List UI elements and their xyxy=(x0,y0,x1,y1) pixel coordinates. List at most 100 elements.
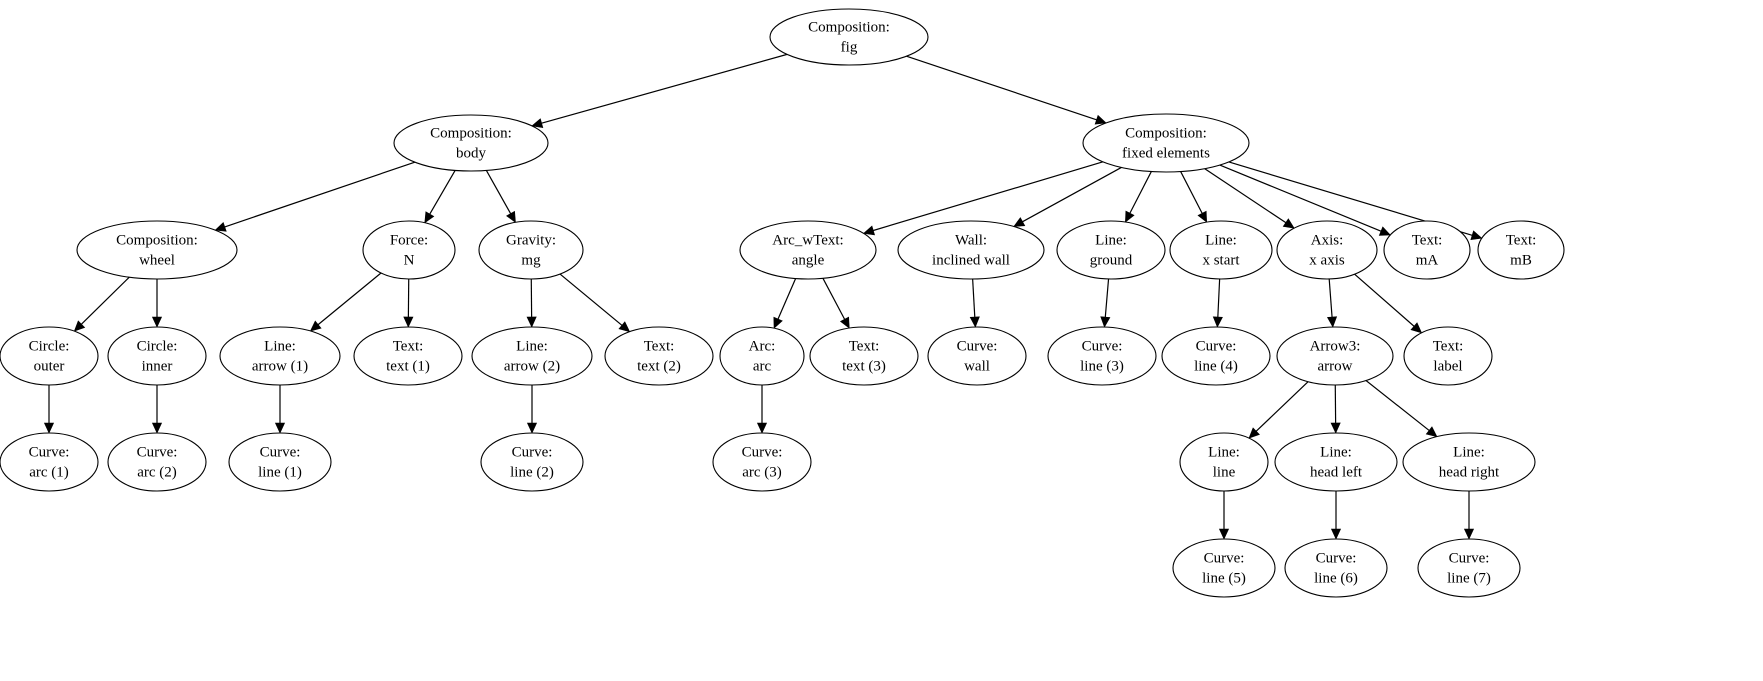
arrowhead-icon xyxy=(839,316,850,329)
edge-fig-to-body xyxy=(541,53,788,124)
node-label-name: mB xyxy=(1510,252,1532,268)
node-label-name: line (4) xyxy=(1194,358,1238,374)
node-linearrow1[interactable]: Line:arrow (1) xyxy=(219,326,341,386)
node-curvearc2[interactable]: Curve:arc (2) xyxy=(107,432,207,492)
node-arrow3[interactable]: Arrow3: arrow xyxy=(1276,326,1394,386)
node-lineheadright[interactable]: Line:head right xyxy=(1402,432,1536,492)
node-label-type: Line: xyxy=(1205,232,1237,248)
arrowhead-icon xyxy=(531,118,544,128)
edge-wall-to-curvewall xyxy=(972,278,976,318)
node-forceN[interactable]: Force:N xyxy=(362,220,456,280)
node-circleinner[interactable]: Circle:inner xyxy=(107,326,207,386)
nodes-layer: Composition:figComposition:bodyCompositi… xyxy=(0,8,1565,598)
arrowhead-icon xyxy=(1410,322,1423,334)
edge-fixed-to-linexstart xyxy=(1180,171,1203,214)
node-label-name: line (7) xyxy=(1447,570,1491,586)
node-ellipse xyxy=(1402,432,1536,492)
node-linearrow2[interactable]: Line:arrow (2) xyxy=(471,326,593,386)
node-curvearc3[interactable]: Curve:arc (3) xyxy=(712,432,812,492)
node-body[interactable]: Composition:body xyxy=(393,114,549,172)
arrowhead-icon xyxy=(43,422,55,434)
node-curveline1[interactable]: Curve:line (1) xyxy=(228,432,332,492)
node-ellipse xyxy=(1284,538,1388,598)
node-textlabel[interactable]: Text:label xyxy=(1403,326,1493,386)
node-curveline2[interactable]: Curve:line (2) xyxy=(480,432,584,492)
arrowhead-icon xyxy=(309,320,322,332)
arrowhead-icon xyxy=(773,316,783,329)
node-lineground[interactable]: Line:ground xyxy=(1056,220,1166,280)
node-textmB[interactable]: Text:mB xyxy=(1477,220,1565,280)
node-curvearc1[interactable]: Curve:arc (1) xyxy=(0,432,99,492)
node-wall[interactable]: Wall:inclined wall xyxy=(897,220,1045,280)
arrowhead-icon xyxy=(506,210,516,223)
node-textmA[interactable]: Text:mA xyxy=(1383,220,1471,280)
node-texttext2[interactable]: Text:text (2) xyxy=(604,326,714,386)
node-lineline[interactable]: Line:line xyxy=(1179,432,1269,492)
node-ellipse xyxy=(0,432,99,492)
node-label-name: inclined wall xyxy=(932,252,1010,268)
node-axisx[interactable]: Axis:x axis xyxy=(1276,220,1378,280)
arrowhead-icon xyxy=(526,422,538,434)
arrowhead-icon xyxy=(1330,422,1341,434)
node-ellipse xyxy=(719,326,805,386)
node-ellipse xyxy=(927,326,1027,386)
node-label-name: label xyxy=(1433,358,1462,374)
node-arcwtext[interactable]: Arc_wText:angle xyxy=(739,220,877,280)
node-curveline6[interactable]: Curve:line (6) xyxy=(1284,538,1388,598)
arrowhead-icon xyxy=(1094,114,1107,125)
node-curveline3[interactable]: Curve:line (3) xyxy=(1047,326,1157,386)
node-label-name: fixed elements xyxy=(1122,145,1210,161)
node-label-name: arc (2) xyxy=(137,464,177,480)
node-ellipse xyxy=(739,220,877,280)
node-label-name: text (1) xyxy=(386,358,430,374)
node-label-type: Arrow3: xyxy=(1310,338,1361,354)
node-ellipse xyxy=(1169,220,1273,280)
node-circleouter[interactable]: Circle:outer xyxy=(0,326,99,386)
node-label-type: Composition: xyxy=(808,19,890,35)
node-ellipse xyxy=(1179,432,1269,492)
arrowhead-icon xyxy=(1378,226,1391,236)
node-linexstart[interactable]: Line:x start xyxy=(1169,220,1273,280)
node-curveline7[interactable]: Curve:line (7) xyxy=(1417,538,1521,598)
node-arcarc[interactable]: Arc: arc xyxy=(719,326,805,386)
node-ellipse xyxy=(1047,326,1157,386)
node-lineheadleft[interactable]: Line: head left xyxy=(1274,432,1398,492)
node-label-name: head right xyxy=(1439,464,1500,480)
edge-axisx-to-arrow3 xyxy=(1328,278,1333,318)
arrowhead-icon xyxy=(1013,217,1026,227)
node-label-name: text (3) xyxy=(842,358,886,374)
node-ellipse xyxy=(362,220,456,280)
node-label-name: line (5) xyxy=(1202,570,1246,586)
node-label-type: Arc: xyxy=(749,338,776,354)
node-label-name: arc xyxy=(753,358,772,374)
node-ellipse xyxy=(228,432,332,492)
arrowhead-icon xyxy=(1248,427,1260,439)
node-texttext1[interactable]: Text:text (1) xyxy=(353,326,463,386)
node-fixed[interactable]: Composition:fixed elements xyxy=(1082,113,1250,173)
node-label-name: arrow xyxy=(1318,358,1353,374)
node-ellipse xyxy=(1172,538,1276,598)
node-fig[interactable]: Composition:fig xyxy=(769,8,929,66)
node-wheel[interactable]: Composition:wheel xyxy=(76,220,238,280)
node-texttext3[interactable]: Text: text (3) xyxy=(809,326,919,386)
node-ellipse xyxy=(1383,220,1471,280)
node-gravitymg[interactable]: Gravity:mg xyxy=(478,220,584,280)
node-label-type: Text: xyxy=(849,338,880,354)
node-curvewall[interactable]: Curve:wall xyxy=(927,326,1027,386)
node-ellipse xyxy=(1056,220,1166,280)
node-label-type: Curve: xyxy=(957,338,998,354)
node-label-name: line (2) xyxy=(510,464,554,480)
node-label-type: Curve: xyxy=(1082,338,1123,354)
node-label-name: line xyxy=(1213,464,1236,480)
arrowhead-icon xyxy=(1212,316,1223,328)
node-label-type: Circle: xyxy=(29,338,70,354)
node-ellipse xyxy=(1082,113,1250,173)
edge-body-to-forceN xyxy=(429,170,456,215)
node-curveline5[interactable]: Curve:line (5) xyxy=(1172,538,1276,598)
node-curveline4[interactable]: Curve:line (4) xyxy=(1161,326,1271,386)
edge-axisx-to-textlabel xyxy=(1354,273,1415,327)
node-ellipse xyxy=(107,432,207,492)
node-label-type: Circle: xyxy=(137,338,178,354)
node-label-type: Line: xyxy=(1320,444,1352,460)
node-label-name: head left xyxy=(1310,464,1363,480)
